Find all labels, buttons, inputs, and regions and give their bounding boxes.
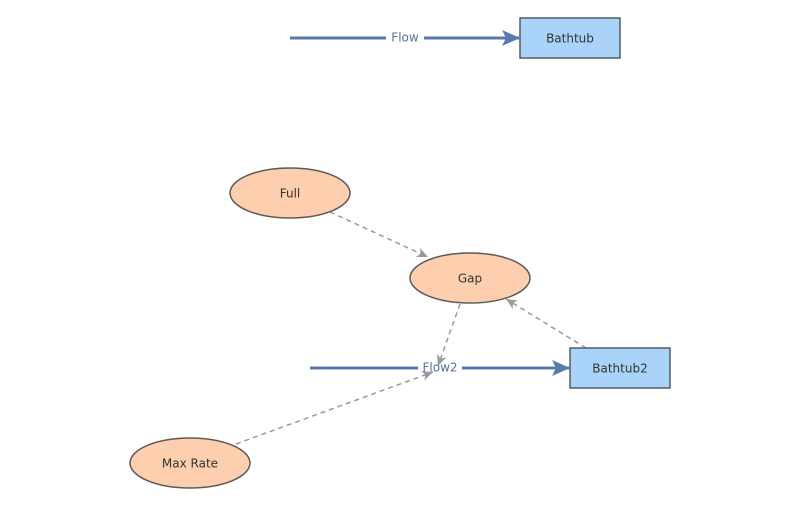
flow-label: Flow bbox=[391, 31, 419, 45]
variable-full[interactable]: Full bbox=[229, 167, 351, 219]
flow-flow2[interactable]: Flow2 bbox=[310, 360, 570, 376]
stock-label: Bathtub bbox=[546, 32, 594, 46]
flow-label: Flow2 bbox=[422, 361, 457, 375]
stock-bathtub[interactable]: Bathtub bbox=[519, 17, 621, 59]
stock-box bbox=[569, 347, 671, 389]
link-bathtub2-to-gap[interactable] bbox=[505, 298, 587, 349]
stock-box bbox=[519, 17, 621, 59]
link-full-to-gap[interactable] bbox=[329, 211, 429, 258]
link-max-rate-to-flow2[interactable] bbox=[235, 371, 434, 445]
variable-label: Full bbox=[280, 187, 301, 201]
stock-label: Bathtub2 bbox=[592, 362, 647, 376]
variable-label: Gap bbox=[458, 272, 482, 286]
link-gap-to-flow2[interactable] bbox=[436, 303, 461, 367]
variable-ellipse bbox=[129, 437, 251, 489]
stock-bathtub2[interactable]: Bathtub2 bbox=[569, 347, 671, 389]
flow-flow[interactable]: Flow bbox=[290, 30, 520, 46]
variable-ellipse bbox=[409, 252, 531, 304]
variable-max-rate[interactable]: Max Rate bbox=[129, 437, 251, 489]
variable-label: Max Rate bbox=[162, 457, 218, 471]
variable-ellipse bbox=[229, 167, 351, 219]
variable-gap[interactable]: Gap bbox=[409, 252, 531, 304]
